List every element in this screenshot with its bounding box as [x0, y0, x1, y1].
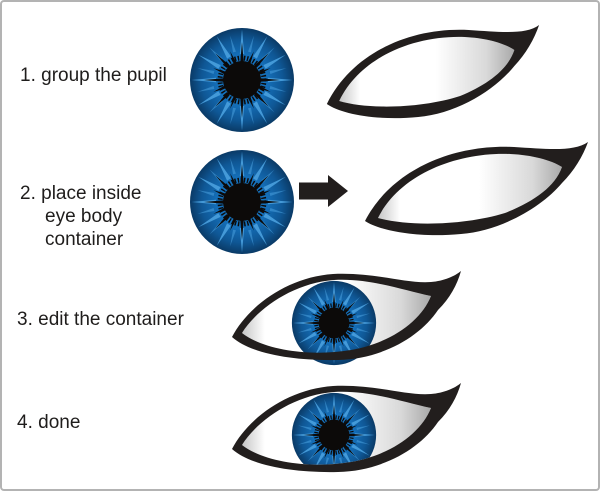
- step-4-label: 4. done: [17, 412, 81, 433]
- sclera: [339, 36, 515, 107]
- step-1-label: 1. group the pupil: [20, 65, 167, 86]
- sclera: [378, 153, 562, 224]
- step-2-label: 2. place inside eye body container: [20, 183, 142, 250]
- step-3-eye-with-pupil-graphic: [232, 271, 461, 372]
- arrow-right-icon: [299, 175, 348, 207]
- step-2-eye-container-graphic: [365, 142, 588, 236]
- step-1-pupil-graphic: [190, 28, 294, 132]
- arrow-right-shape: [299, 175, 348, 207]
- step-4-eye-done-graphic: [232, 383, 461, 473]
- step-3-label: 3. edit the container: [17, 309, 184, 330]
- step-1-eye-container-graphic: [326, 25, 540, 119]
- step-2-pupil-graphic: [190, 150, 294, 254]
